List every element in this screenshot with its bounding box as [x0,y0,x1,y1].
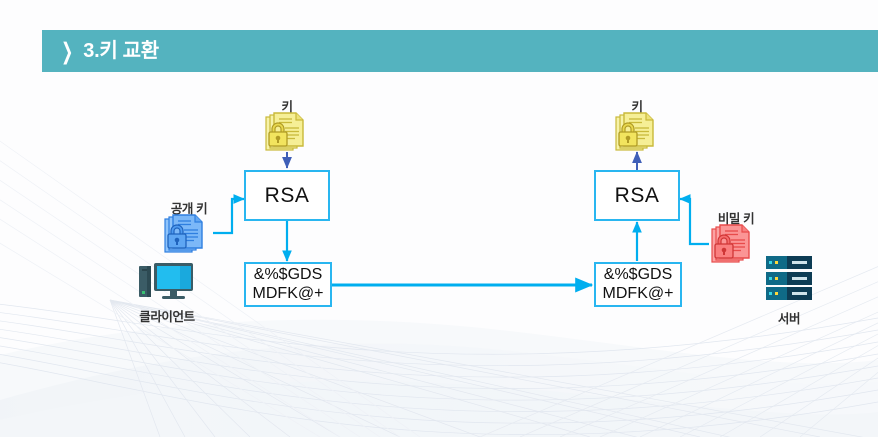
client-key-caption: 키 [281,100,293,114]
rsa-process-box-client: RSA [244,170,330,221]
server-rack-icon [766,256,812,300]
pc-monitor [154,263,193,291]
pc-tower [139,266,151,297]
section-header-band: ❯ 3.키 교환 [42,30,878,72]
desktop-computer-icon [139,263,193,301]
blue-document-lock-icon [162,214,210,256]
ciphertext-box-client: &%$GDS MDFK@+ [244,262,332,307]
ciphertext-line-1: &%$GDS [603,266,673,284]
yellow-document-lock-icon [263,112,311,154]
yellow-document-lock-icon [613,112,661,154]
arrow-secretkey-to-rsa-right [679,194,709,246]
ciphertext-box-server: &%$GDS MDFK@+ [594,262,682,307]
red-document-lock-icon [709,224,757,266]
ciphertext-line-2: MDFK@+ [602,284,674,302]
page-title: 3.키 교환 [83,40,159,62]
rsa-process-box-server: RSA [594,170,680,221]
server-unit [766,271,812,285]
chevron-right-icon: ❯ [61,38,74,64]
ciphertext-line-2: MDFK@+ [252,284,324,302]
server-unit [766,256,812,269]
rsa-label: RSA [264,183,310,207]
server-endpoint-caption: 서버 [777,312,801,326]
server-key-caption: 키 [631,100,643,114]
rsa-label: RSA [614,183,660,207]
client-endpoint-caption: 클라이언트 [139,310,195,324]
server-unit [766,287,812,300]
ciphertext-line-1: &%$GDS [253,266,323,284]
secret-key-caption: 비밀 키 [717,212,755,226]
